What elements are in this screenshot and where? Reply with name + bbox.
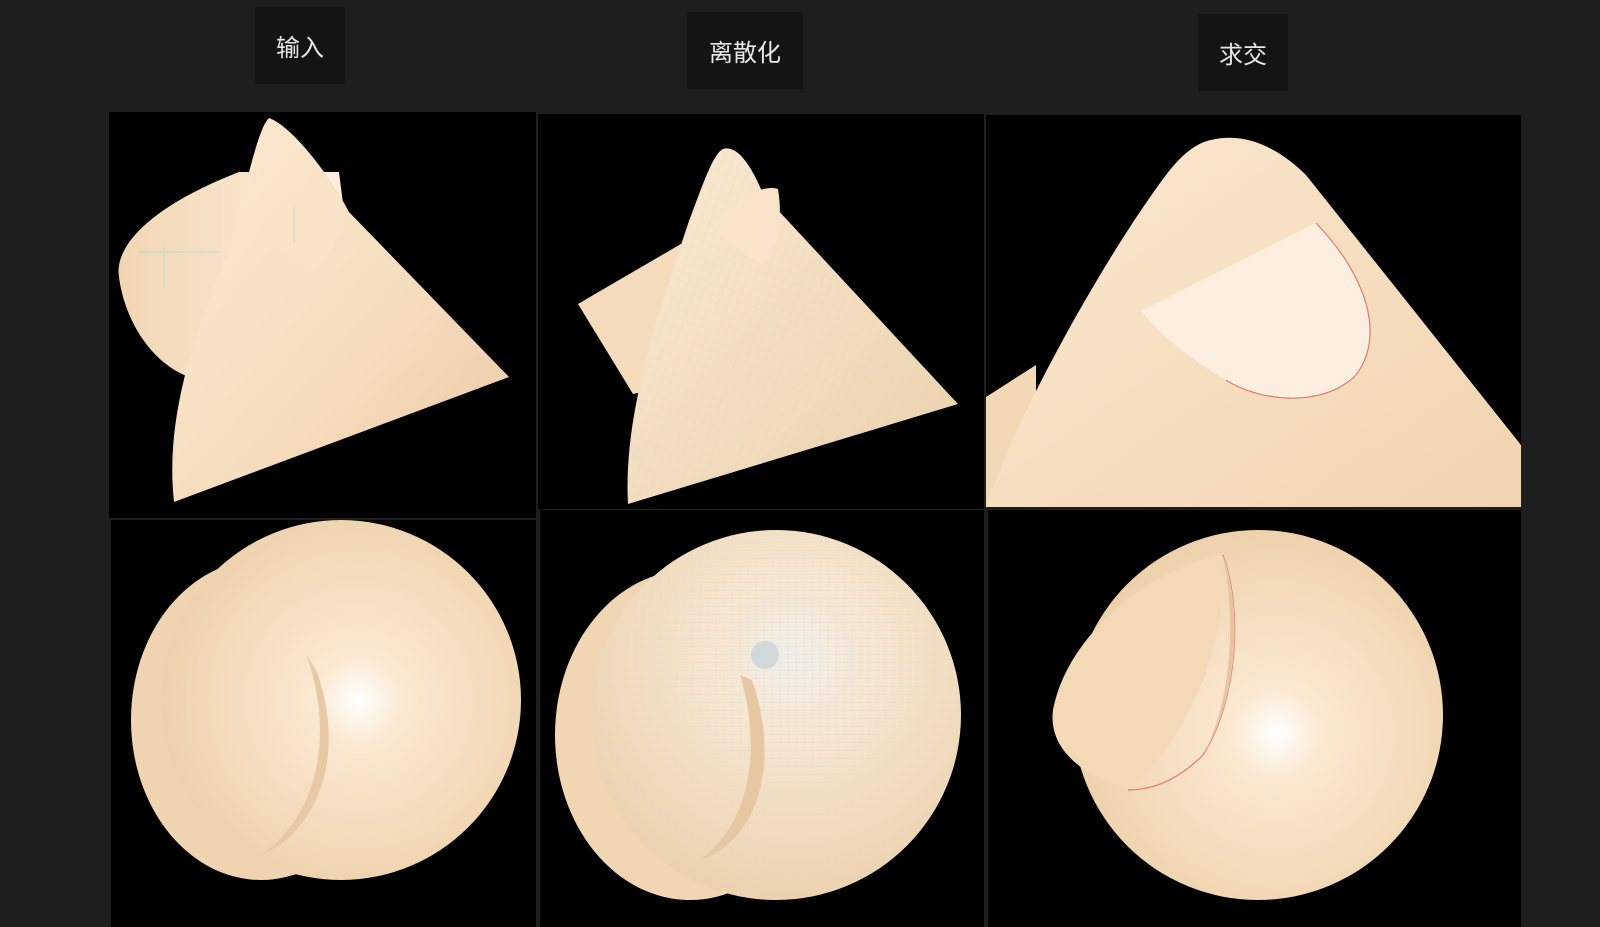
label-discretize: 离散化 <box>687 12 803 89</box>
viewport-discretize-sphere-cylinder[interactable] <box>540 510 984 927</box>
sphere-cylinder-mesh-render <box>555 530 961 900</box>
sphere-cylinder-intersection-render <box>1052 530 1443 900</box>
viewport-intersect-cone-cylinder[interactable] <box>986 115 1521 507</box>
label-input: 输入 <box>255 7 345 84</box>
cone-cylinder-intersection-render <box>986 137 1521 507</box>
viewport-input-cone-cylinder[interactable] <box>109 112 536 518</box>
viewport-intersect-sphere-cylinder[interactable] <box>988 510 1521 927</box>
cone-cylinder-mesh-render <box>578 148 958 504</box>
sphere-cylinder-render <box>131 520 521 880</box>
cone-cylinder-render <box>118 118 509 502</box>
viewport-discretize-cone-cylinder[interactable] <box>538 114 984 509</box>
label-intersect: 求交 <box>1198 14 1288 91</box>
viewport-input-sphere-cylinder[interactable] <box>111 520 536 927</box>
